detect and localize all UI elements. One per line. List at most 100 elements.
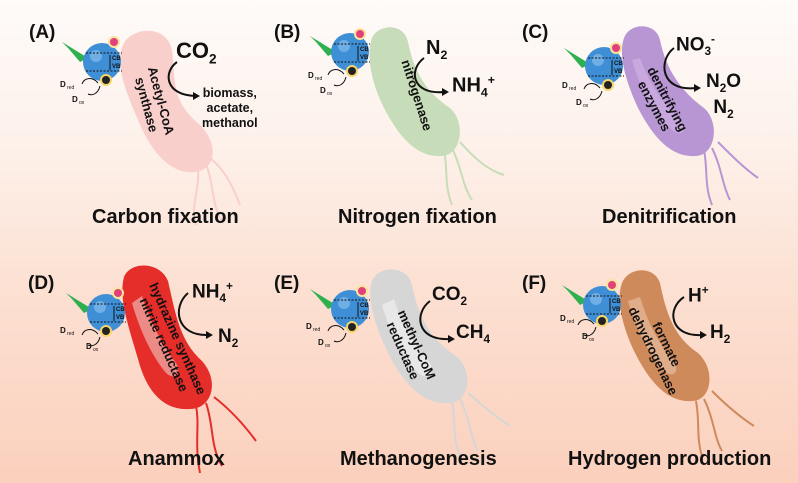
sphere-icon (83, 43, 121, 81)
reaction-arrow (167, 61, 196, 97)
svg-text:ox: ox (325, 343, 331, 349)
flagellum (717, 141, 759, 179)
panel-label: (A) (29, 22, 56, 43)
leaf-icon (562, 285, 588, 305)
panel-title: Anammox (128, 448, 225, 470)
flagellum (209, 157, 241, 206)
svg-text:VB: VB (360, 311, 369, 317)
panel-title: Hydrogen production (568, 448, 772, 470)
panel-label: (F) (522, 273, 547, 294)
leaf-icon (310, 36, 336, 56)
svg-text:red: red (67, 85, 74, 91)
panel-label: (B) (274, 22, 301, 43)
bacterium-body (122, 265, 212, 410)
svg-text:D: D (582, 332, 588, 341)
svg-text:D: D (562, 81, 568, 90)
svg-text:ox: ox (79, 100, 85, 106)
svg-text:CB: CB (612, 299, 621, 305)
reactant: NO3- (676, 33, 715, 59)
svg-text:CB: CB (614, 61, 623, 67)
product: H2 (710, 322, 731, 346)
reaction-arrow (672, 296, 703, 337)
reactant: CO2 (432, 284, 468, 308)
svg-text:VB: VB (112, 64, 121, 70)
flagellum (443, 149, 453, 206)
panel-label: (E) (274, 273, 300, 294)
leaf-icon (564, 48, 590, 68)
svg-text:red: red (313, 327, 320, 333)
svg-text:VB: VB (116, 315, 125, 321)
reactant: N2 (426, 37, 448, 62)
panel-title: Nitrogen fixation (338, 206, 497, 228)
flagellum (193, 167, 200, 226)
svg-text:D: D (60, 80, 66, 89)
svg-text:red: red (569, 86, 576, 92)
reactant: CO2 (176, 38, 217, 67)
svg-text:D: D (308, 71, 314, 80)
svg-text:D: D (60, 326, 66, 335)
products: N2O N2 (706, 71, 742, 121)
svg-text:CB: CB (360, 47, 369, 53)
flagellum (703, 398, 723, 452)
panel-title: Methanogenesis (340, 448, 497, 470)
svg-text:ox: ox (93, 347, 99, 353)
reaction-arrow (419, 300, 451, 341)
reaction-arrow (177, 292, 209, 337)
svg-text:ox: ox (589, 337, 595, 343)
reaction-arrow (413, 57, 445, 94)
bacterium-body (369, 27, 460, 157)
svg-text:red: red (567, 319, 574, 325)
svg-text:red: red (67, 331, 74, 337)
svg-text:VB: VB (612, 307, 621, 313)
panel-title: Carbon fixation (92, 206, 239, 228)
flagellum (459, 398, 479, 452)
svg-text:D: D (72, 95, 78, 104)
leaf-icon (62, 42, 88, 62)
product: N2 (218, 326, 239, 350)
panel-label: (C) (522, 22, 549, 43)
bacterium-body (619, 270, 710, 402)
panel-title: Denitrification (602, 206, 737, 228)
flagellum (703, 149, 713, 206)
bacterium-body (621, 26, 714, 157)
svg-text:CB: CB (360, 303, 369, 309)
svg-text:VB: VB (360, 55, 369, 61)
flagellum (213, 396, 257, 442)
svg-text:red: red (315, 76, 322, 82)
flagellum (695, 400, 703, 457)
svg-text:D: D (320, 86, 326, 95)
svg-text:D: D (560, 314, 566, 323)
product: CH4 (456, 322, 490, 346)
svg-text:D: D (576, 98, 582, 107)
reaction-arrow (663, 47, 697, 90)
products: biomass, acetate, methanol (202, 86, 258, 130)
flagellum (451, 400, 461, 457)
flagellum (205, 402, 223, 467)
leaf-icon (66, 293, 92, 313)
flagellum (711, 390, 755, 427)
svg-text:D: D (306, 322, 312, 331)
reactant: NH4+ (192, 280, 233, 306)
svg-text:CB: CB (112, 56, 121, 62)
svg-text:D: D (86, 342, 92, 351)
svg-text:ox: ox (327, 91, 333, 97)
bacterium-body (119, 30, 213, 173)
reactant: H+ (688, 284, 709, 307)
leaf-icon (310, 289, 336, 309)
flagellum (195, 405, 201, 474)
